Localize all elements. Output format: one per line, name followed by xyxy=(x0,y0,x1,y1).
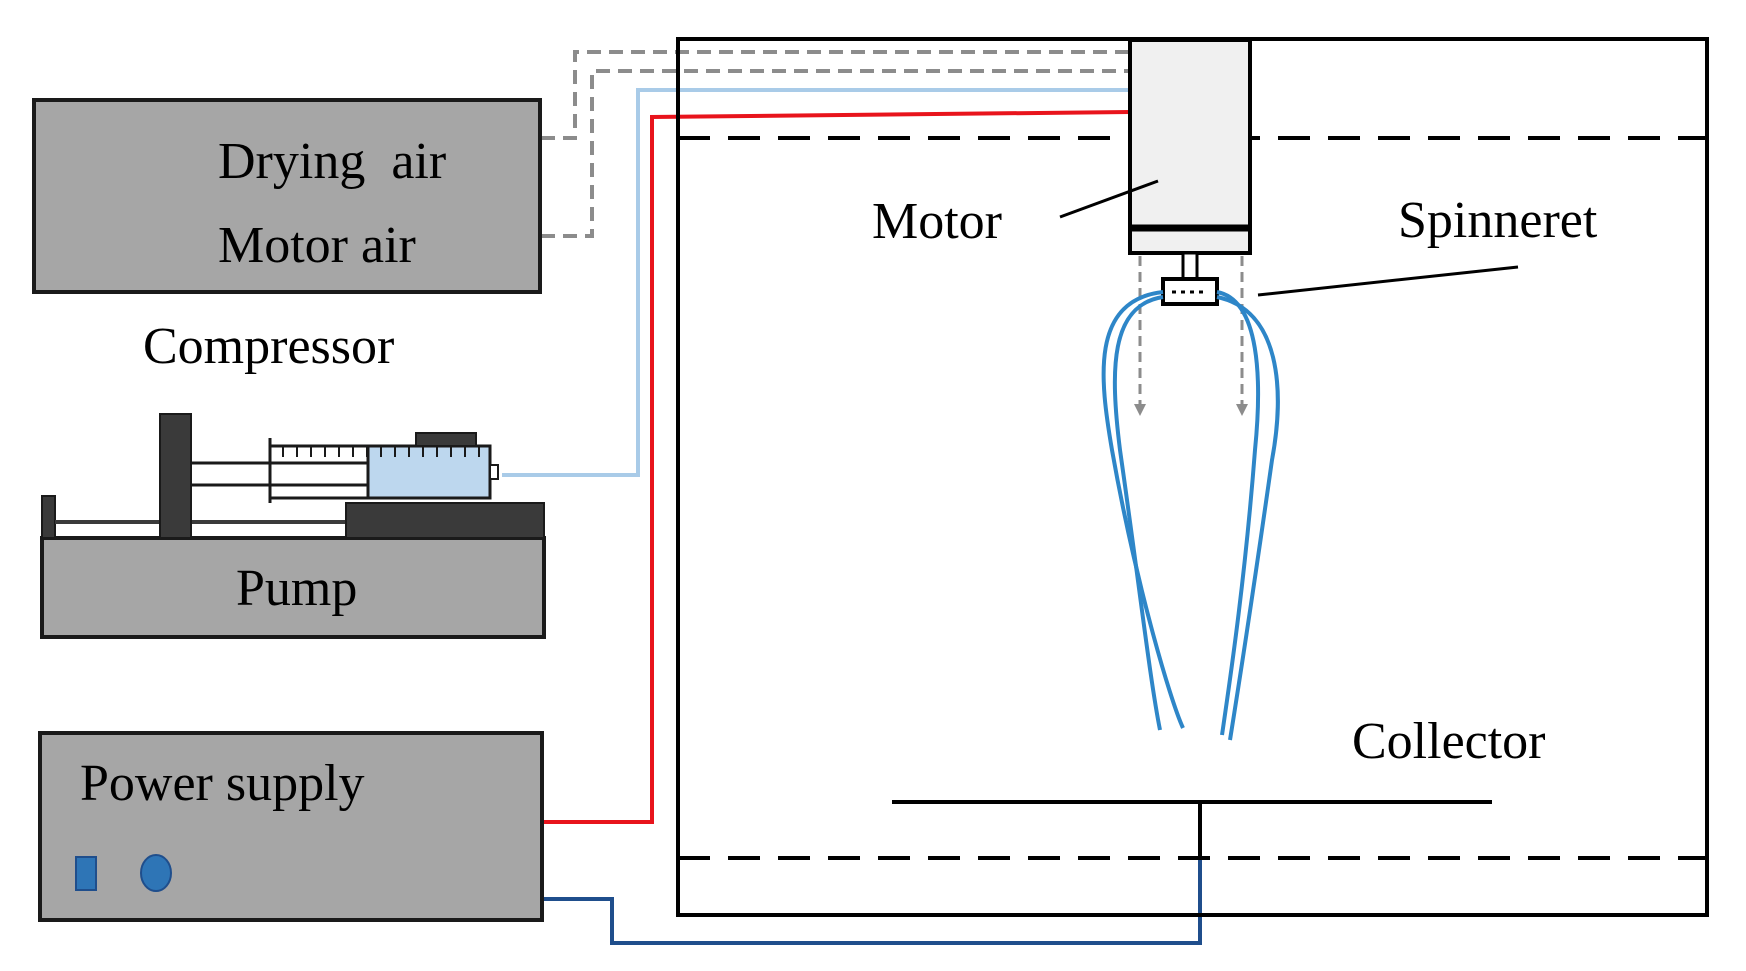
high-voltage-line xyxy=(542,110,1131,824)
jet-left-outer xyxy=(1101,290,1185,729)
motor-body xyxy=(1128,38,1252,255)
motor-air-flow xyxy=(1138,256,1244,410)
pump-pusher-block xyxy=(159,413,192,539)
motor xyxy=(1128,38,1252,306)
air-lines xyxy=(541,50,1130,238)
label-pump: Pump xyxy=(236,560,357,617)
motor-leader-line xyxy=(1059,179,1159,219)
power-supply-box xyxy=(38,731,544,922)
spinneret-stem xyxy=(1181,251,1199,281)
pump-syringe-holder xyxy=(345,502,545,539)
jet-right-inner xyxy=(1216,290,1261,736)
syringe-solution xyxy=(366,444,492,500)
drying-air-line xyxy=(541,50,1130,140)
label-compressor: Compressor xyxy=(143,318,394,375)
pump-base xyxy=(40,536,546,639)
label-motor-air: Motor air xyxy=(218,217,416,274)
fiber-jets xyxy=(1101,290,1280,741)
syringe-top-clamp xyxy=(415,432,477,447)
compressor-box xyxy=(32,98,542,294)
air-flow-left-arrowhead xyxy=(1134,404,1146,416)
label-collector: Collector xyxy=(1352,713,1546,770)
label-drying-air: Drying air xyxy=(218,133,446,190)
power-switch xyxy=(75,856,97,891)
spinneret-leader-line xyxy=(1257,265,1519,297)
air-flow-arrowheads xyxy=(1134,404,1248,416)
label-power-supply: Power supply xyxy=(80,755,365,812)
syringe-tip xyxy=(489,464,499,480)
solution-feed-line xyxy=(502,88,1130,477)
syringe-pump xyxy=(40,413,546,639)
power-knob xyxy=(140,854,172,892)
ground-line xyxy=(542,858,1202,945)
motor-air-line xyxy=(541,69,1130,238)
jet-left-inner xyxy=(1112,295,1164,731)
label-spinneret: Spinneret xyxy=(1398,192,1598,249)
label-motor: Motor xyxy=(872,193,1002,250)
air-flow-right-arrowhead xyxy=(1236,404,1248,416)
jet-right-outer xyxy=(1216,295,1280,741)
pump-end-stop xyxy=(41,495,56,539)
